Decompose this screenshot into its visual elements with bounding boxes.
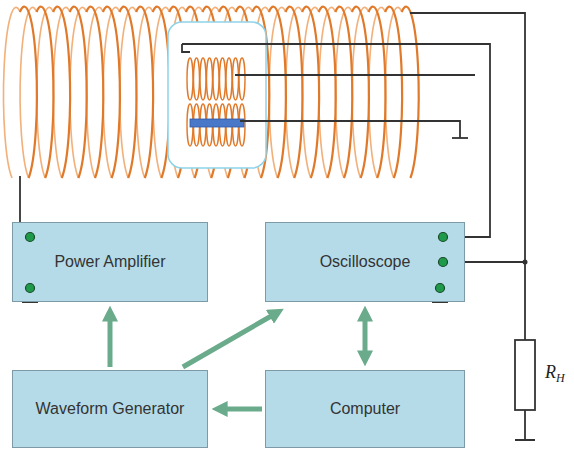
junction-dot (523, 260, 528, 265)
device-box: Power Amplifier (12, 222, 208, 302)
resistor-name: R (545, 362, 556, 382)
signal-arrow (218, 407, 262, 412)
box-label: Waveform Generator (26, 395, 195, 423)
box-label: Power Amplifier (44, 248, 175, 276)
terminals (26, 233, 448, 293)
signal-arrow (183, 312, 278, 367)
resistor-label: RH (545, 362, 565, 386)
box-label: Oscilloscope (310, 248, 421, 276)
device-box: Waveform Generator (12, 370, 208, 448)
pickup-coils (187, 58, 245, 146)
resistor-subscript: H (556, 371, 565, 385)
signal-arrow (108, 312, 113, 367)
device-box: Oscilloscope (265, 222, 465, 302)
box-label: Computer (320, 395, 410, 423)
device-box: Computer (265, 370, 465, 448)
sample (190, 119, 244, 127)
excitation-coil (3, 7, 418, 178)
signal-arrow (363, 312, 368, 360)
resistor-symbol (515, 340, 535, 410)
